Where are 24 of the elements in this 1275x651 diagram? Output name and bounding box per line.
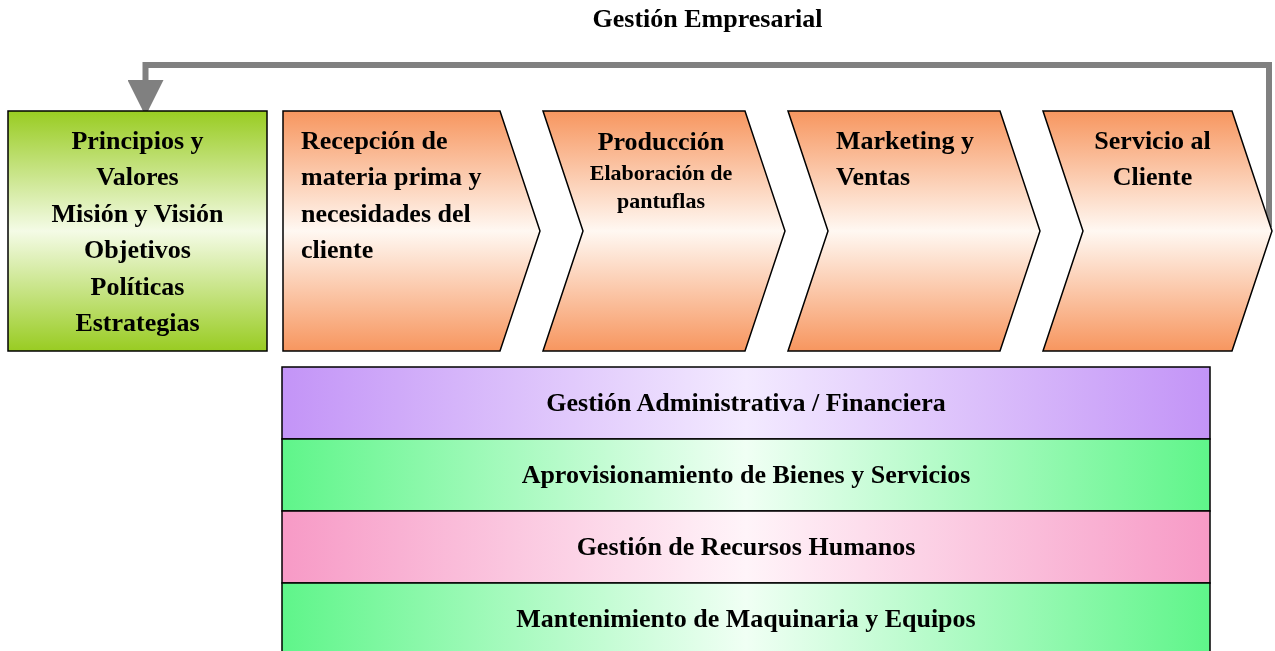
- support-band: [282, 367, 1210, 439]
- box-text: Elaboración de pantuflas: [588, 158, 734, 216]
- box-text: Gestión de Recursos Humanos: [575, 531, 917, 563]
- value-chain-stage: [1043, 111, 1272, 351]
- box-text: Misión y Visión: [50, 197, 225, 230]
- box-text: Recepción de materia prima y necesidades del cliente: [301, 125, 483, 267]
- support-band: [282, 511, 1210, 583]
- support-band: [282, 439, 1210, 511]
- box-text: Mantenimiento de Maquinaria y Equipos: [515, 603, 977, 635]
- diagram-title: Gestión Empresarial: [591, 4, 824, 34]
- value-chain-stage: [283, 111, 540, 351]
- box-text: Gestión Administrativa / Financiera: [545, 387, 947, 419]
- box-text: Servicio al Cliente: [1093, 125, 1212, 194]
- step-heading: Producción: [596, 126, 726, 158]
- box-text: Marketing y Ventas: [836, 125, 975, 194]
- box-text: Aprovisionamiento de Bienes y Servicios: [520, 459, 972, 491]
- box-text: Políticas: [89, 270, 186, 303]
- value-chain-stage: [543, 111, 785, 351]
- value-chain-stage: [788, 111, 1040, 351]
- support-band: [282, 583, 1210, 651]
- principles-box: [8, 111, 267, 351]
- box-text: Estrategias: [74, 306, 201, 339]
- box-text: Objetivos: [83, 234, 192, 267]
- box-text: Principios y Valores: [70, 125, 205, 194]
